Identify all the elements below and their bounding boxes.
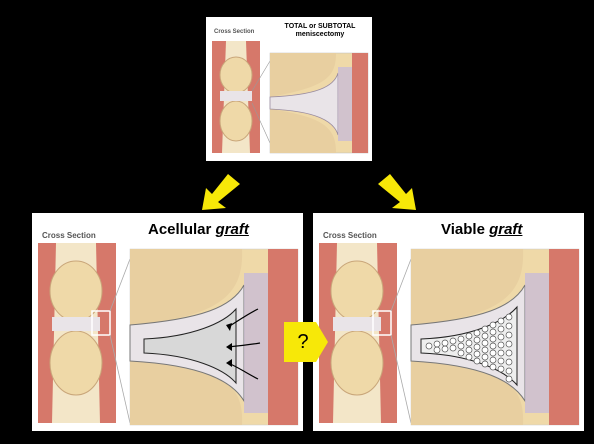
cross-section-label: Cross Section xyxy=(214,29,254,35)
viable-graft-illustration xyxy=(313,213,584,431)
left-down-arrow-icon xyxy=(198,174,242,212)
cross-section-label: Cross Section xyxy=(323,231,377,240)
acellular-graft-illustration xyxy=(32,213,303,431)
meniscectomy-title: TOTAL or SUBTOTAL meniscectomy xyxy=(272,23,368,39)
acellular-graft-title: Acellular graft xyxy=(148,221,249,238)
meniscectomy-panel: Cross Section TOTAL or SUBTOTAL meniscec… xyxy=(206,17,372,161)
viable-graft-panel: Cross Section Viable graft xyxy=(313,213,584,431)
viable-graft-title: Viable graft xyxy=(441,221,522,238)
question-mark: ? xyxy=(284,322,322,362)
right-down-arrow-icon xyxy=(376,174,420,212)
acellular-graft-panel: Cross Section Acellular graft xyxy=(32,213,303,431)
cross-section-label: Cross Section xyxy=(42,231,96,240)
